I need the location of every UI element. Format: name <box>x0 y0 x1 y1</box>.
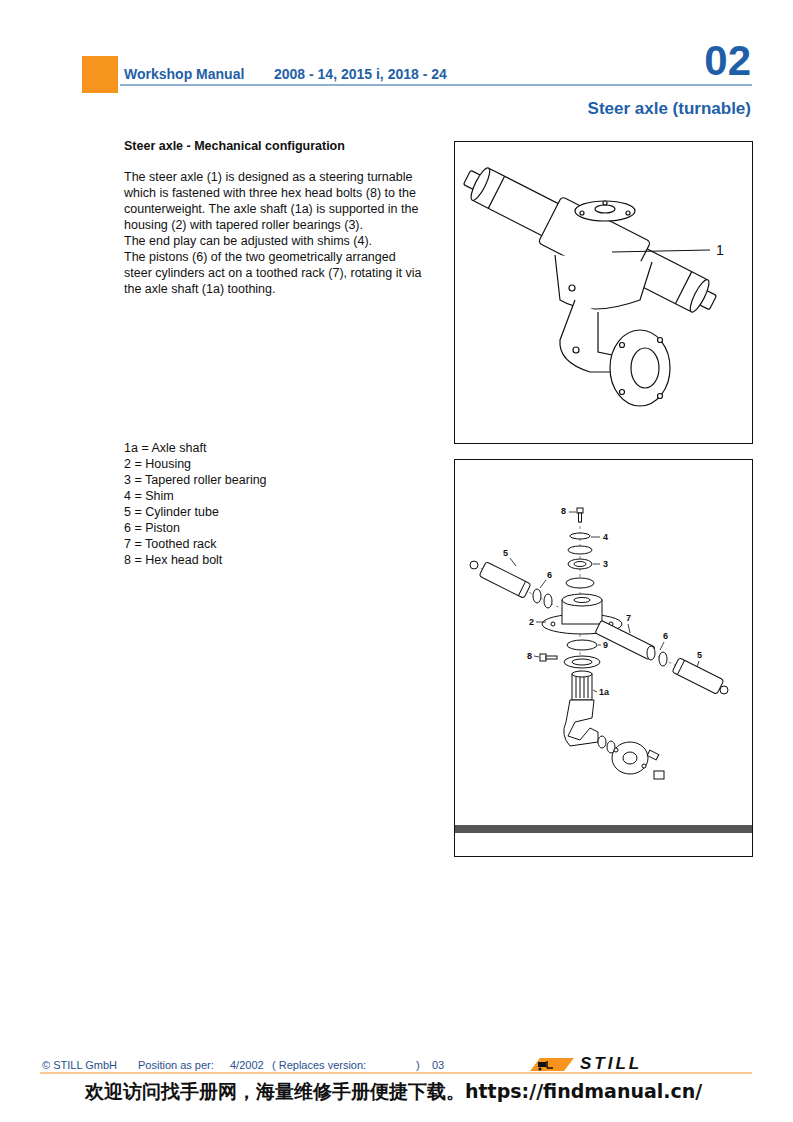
legend-line: 7 = Toothed rack <box>124 537 217 551</box>
callout-number: 2 <box>529 617 534 627</box>
header-text: 2008 - 14, 2015 i, 2018 - 24 <box>274 66 447 82</box>
footer-text: Position as per: <box>138 1059 214 1072</box>
footer-text: 4/2002 <box>230 1059 264 1072</box>
footer-text: ) <box>416 1059 420 1072</box>
header-text: Workshop Manual <box>124 66 244 82</box>
header-rule <box>120 85 752 86</box>
chapter-number: 02 <box>704 37 751 85</box>
callout-number: 6 <box>547 570 552 580</box>
body-text: The steer axle (1) is designed as a stee… <box>124 169 424 233</box>
legend-line: 2 = Housing <box>124 457 191 471</box>
legend-line: 6 = Piston <box>124 521 180 535</box>
legend-line: 4 = Shim <box>124 489 174 503</box>
watermark: 欢迎访问找手册网，海量维修手册便捷下载。https://findmanual.c… <box>85 1080 702 1102</box>
callout-number: 7 <box>626 613 631 623</box>
legend-line: 8 = Hex head bolt <box>124 553 222 567</box>
footer-rule <box>40 1073 752 1074</box>
footer-text: ( Replaces version: <box>272 1059 366 1072</box>
legend-line: 1a = Axle shaft <box>124 441 206 455</box>
callout-number: 8 <box>561 506 566 516</box>
section-heading: Steer axle - Mechanical configuration <box>124 139 345 153</box>
frame-bar <box>455 825 752 833</box>
figure-frame <box>455 142 753 444</box>
figure-frame <box>455 460 753 857</box>
legend-line: 5 = Cylinder tube <box>124 505 219 519</box>
exploded-view <box>470 508 728 779</box>
callout-number: 8 <box>527 651 532 661</box>
callout-number: 5 <box>503 548 508 558</box>
callout-number: 3 <box>603 559 608 569</box>
header-square <box>82 56 118 93</box>
callout-number: 1 <box>716 242 724 258</box>
leader-line <box>612 250 710 252</box>
still-logo-mark <box>530 1058 574 1071</box>
section-title: Steer axle (turnable) <box>588 99 751 119</box>
callout-number: 1a <box>599 687 609 697</box>
callout-number: 6 <box>663 631 668 641</box>
callout-number: 9 <box>603 640 608 650</box>
legend-line: 3 = Tapered roller bearing <box>124 473 267 487</box>
footer-text: © STILL GmbH <box>42 1059 117 1072</box>
footer-text: 03 <box>432 1059 444 1072</box>
callout-number: 4 <box>603 532 608 542</box>
steer-axle-drawing <box>455 154 725 406</box>
body-text: The end play can be adjusted with shims … <box>124 233 424 249</box>
leader-lines <box>510 512 699 692</box>
brand-logo: STILL <box>580 1054 642 1074</box>
body-text: The pistons (6) of the two geometrically… <box>124 249 424 297</box>
callout-number: 5 <box>697 650 702 660</box>
